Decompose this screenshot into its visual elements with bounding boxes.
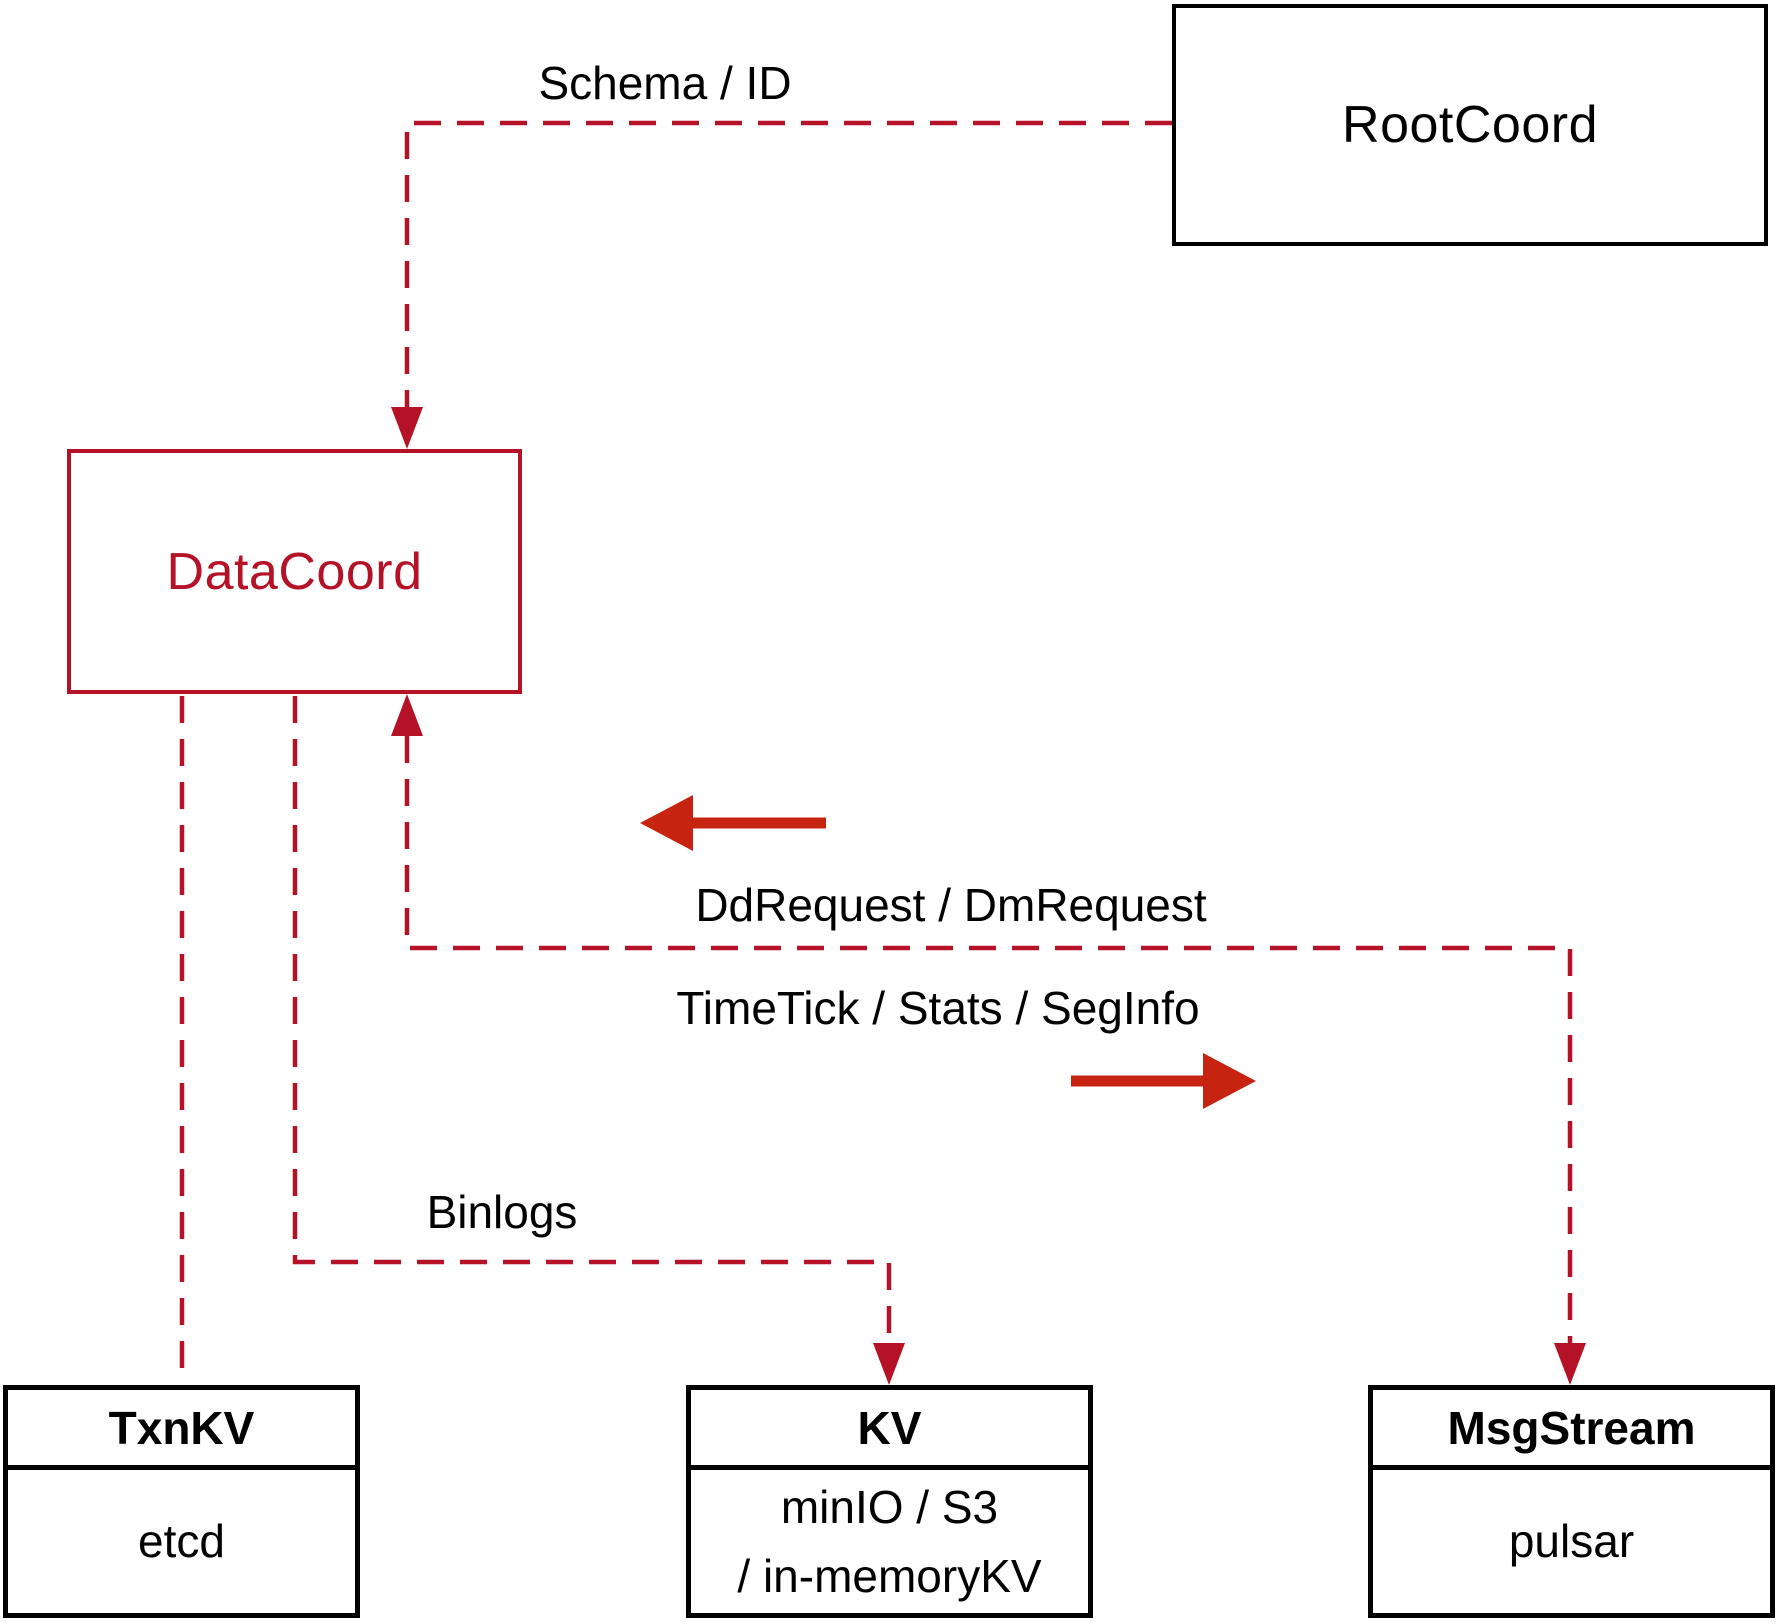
datacoord-label: DataCoord: [166, 542, 423, 601]
datacoord-node: DataCoord: [67, 449, 522, 694]
kv-title: KV: [691, 1390, 1088, 1470]
txnkv-subtitle: etcd: [138, 1515, 225, 1567]
kv-node: KV minIO / S3 / in-memoryKV: [686, 1385, 1093, 1618]
to-msgstream-arrowhead-icon: [1554, 1343, 1586, 1385]
msgstream-title: MsgStream: [1373, 1390, 1770, 1470]
right-direction-arrow-icon: [1203, 1053, 1256, 1109]
ddrequest-edge-label: DdRequest / DmRequest: [695, 879, 1207, 931]
schema-id-arrowhead-icon: [391, 407, 423, 449]
left-direction-arrow-icon: [640, 795, 693, 851]
txnkv-node: TxnKV etcd: [3, 1385, 360, 1618]
msgstream-node: MsgStream pulsar: [1368, 1385, 1775, 1618]
binlogs-edge-label: Binlogs: [426, 1186, 578, 1238]
rootcoord-node: RootCoord: [1172, 4, 1768, 246]
msgstream-datacoord-edge: [404, 736, 1573, 1343]
kv-subtitle-line2: / in-memoryKV: [737, 1549, 1042, 1602]
schema-id-edge-label: Schema / ID: [538, 57, 792, 109]
txnkv-title: TxnKV: [8, 1390, 355, 1470]
binlogs-arrowhead-icon: [873, 1343, 905, 1385]
rootcoord-label: RootCoord: [1342, 96, 1598, 154]
to-datacoord-arrowhead-icon: [391, 694, 423, 736]
timetick-edge-label: TimeTick / Stats / SegInfo: [676, 982, 1200, 1034]
schema-id-edge: [404, 120, 1172, 441]
msgstream-subtitle: pulsar: [1508, 1515, 1635, 1567]
kv-subtitle-line1: minIO / S3: [780, 1480, 999, 1533]
